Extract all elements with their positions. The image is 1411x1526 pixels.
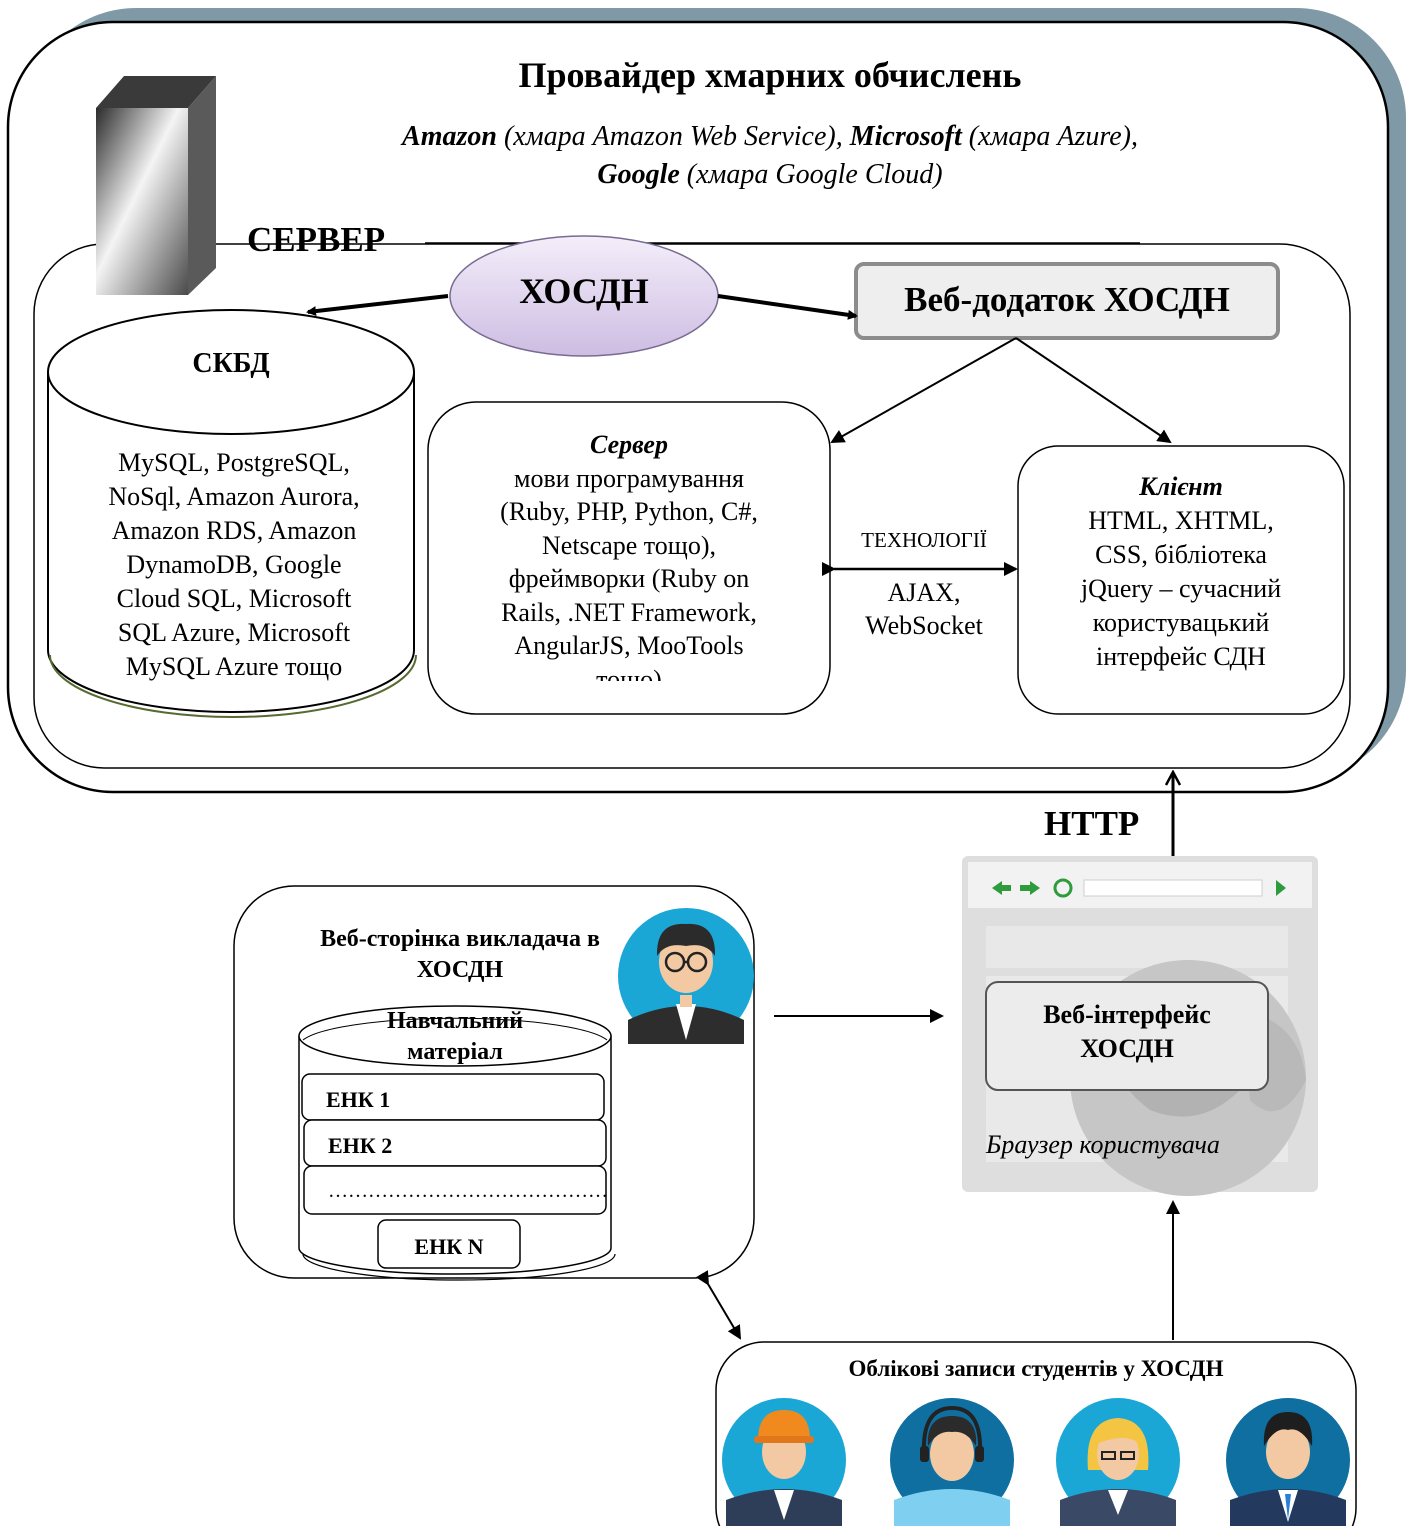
server-tech-line: фреймворки (Ruby on <box>508 564 750 593</box>
web-interface-line2: ХОСДН <box>1080 1034 1174 1063</box>
client-tech-line: HTML, XHTML, <box>1088 506 1274 535</box>
server-label: СЕРВЕР <box>247 220 386 259</box>
arrow-webapp-to-client <box>1015 337 1172 444</box>
dbms-title: СКБД <box>192 348 270 379</box>
teacher-avatar <box>618 908 754 1044</box>
provider-microsoft: Microsoft <box>849 121 962 152</box>
server-tech-line: (Ruby, PHP, Python, C#, <box>500 497 758 526</box>
server-box-icon <box>96 76 216 295</box>
teacher-page-title-line2: ХОСДН <box>416 957 504 983</box>
cloud-providers-text: Amazon (хмара Amazon Web Service), Micro… <box>280 118 1260 194</box>
dbms-line: MySQL, PostgreSQL, <box>118 448 350 477</box>
provider-microsoft-cloud: (хмара Azure), <box>961 121 1138 152</box>
dbms-cylinder <box>47 309 417 718</box>
http-label: HTTP <box>1044 804 1140 843</box>
arrow-hosdn-to-webapp <box>717 294 858 320</box>
enk-n-label: ЕНК N <box>414 1234 484 1259</box>
client-tech-text: Клієнт HTML, XHTML, CSS, бібліотека jQue… <box>1018 470 1344 674</box>
dbms-line: MySQL Azure тощо <box>125 652 343 681</box>
students-title: Облікові записи студентів у ХОСДН <box>848 1356 1224 1381</box>
client-tech-line: CSS, бібліотека <box>1095 540 1267 569</box>
teacher-page-title-line1: Веб-сторінка викладача в <box>320 926 600 952</box>
enk-n-box <box>377 1219 521 1269</box>
enk-1-label: ЕНК 1 <box>326 1087 391 1112</box>
technologies-label: ТЕХНОЛОГІЇ <box>861 528 987 552</box>
server-tech-box <box>427 401 831 715</box>
dbms-line: NoSql, Amazon Aurora, <box>108 482 360 511</box>
browser-caption: Браузер користувача <box>986 1130 1220 1159</box>
enk-2-label: ЕНК 2 <box>328 1133 393 1158</box>
cloud-provider-title: Провайдер хмарних обчислень <box>518 55 1022 95</box>
dbms-list: MySQL, PostgreSQL, NoSql, Amazon Aurora,… <box>48 446 420 684</box>
provider-google: Google <box>597 159 680 190</box>
hosdn-label: ХОСДН <box>519 271 649 311</box>
server-tech-text: Сервер мови програмування (Ruby, PHP, Py… <box>428 428 830 681</box>
browser-address-bar <box>1083 879 1263 897</box>
teacher-page-title: Веб-сторінка викладача в ХОСДН <box>290 924 630 986</box>
client-tech-box <box>1017 445 1345 715</box>
dbms-line: DynamoDB, Google <box>126 550 342 579</box>
web-interface-label: Веб-інтерфейс ХОСДН <box>986 998 1268 1066</box>
arrow-teacher-students <box>695 1270 742 1340</box>
client-tech-line: jQuery – сучасний <box>1080 574 1282 603</box>
client-tech-line: користувацький <box>1092 608 1270 637</box>
learning-material-title: Навчальний матеріал <box>320 1006 590 1068</box>
client-tech-title: Клієнт <box>1139 472 1223 501</box>
server-tech-line: Rails, .NET Framework, <box>501 597 757 627</box>
dbms-line: SQL Azure, Microsoft <box>117 618 351 647</box>
student-avatar-worker <box>722 1398 846 1526</box>
technology-ajax: AJAX, <box>887 578 961 607</box>
server-frame <box>33 243 1351 769</box>
learning-material-line1: Навчальний <box>386 1008 524 1034</box>
dbms-line: Amazon RDS, Amazon <box>111 516 357 545</box>
server-tech-line: тощо) <box>596 664 662 681</box>
server-tech-title: Сервер <box>590 430 668 459</box>
student-avatar-businessman <box>1226 1398 1350 1526</box>
web-interface-box <box>985 981 1269 1091</box>
learning-material-line2: матеріал <box>407 1039 503 1065</box>
provider-amazon: Amazon <box>402 121 497 152</box>
server-tech-line: Netscape тощо), <box>542 530 716 560</box>
arrow-webapp-to-server <box>830 337 1017 443</box>
server-tech-line: AngularJS, MooTools <box>514 631 744 660</box>
arrow-hosdn-to-dbms <box>306 294 449 317</box>
web-interface-line1: Веб-інтерфейс <box>1043 1000 1211 1029</box>
server-tech-line: мови програмування <box>514 463 744 493</box>
browser-nav-icons <box>992 878 1286 898</box>
technologies-list: AJAX, WebSocket <box>834 576 1014 642</box>
client-tech-line: інтерфейс СДН <box>1096 642 1266 671</box>
students-box <box>715 1341 1357 1526</box>
enk-dots-box <box>303 1165 607 1215</box>
provider-google-cloud: (хмара Google Cloud) <box>679 159 943 190</box>
technology-websocket: WebSocket <box>865 611 983 640</box>
webapp-box <box>854 262 1280 340</box>
student-avatar-woman <box>1056 1398 1180 1526</box>
student-avatar-operator <box>890 1398 1014 1526</box>
provider-amazon-cloud: (хмара Amazon Web Service), <box>496 121 850 152</box>
enk-dots-label: …………………………………… <box>328 1180 608 1202</box>
webapp-label: Веб-додаток ХОСДН <box>904 280 1230 319</box>
dbms-line: Cloud SQL, Microsoft <box>116 584 352 613</box>
